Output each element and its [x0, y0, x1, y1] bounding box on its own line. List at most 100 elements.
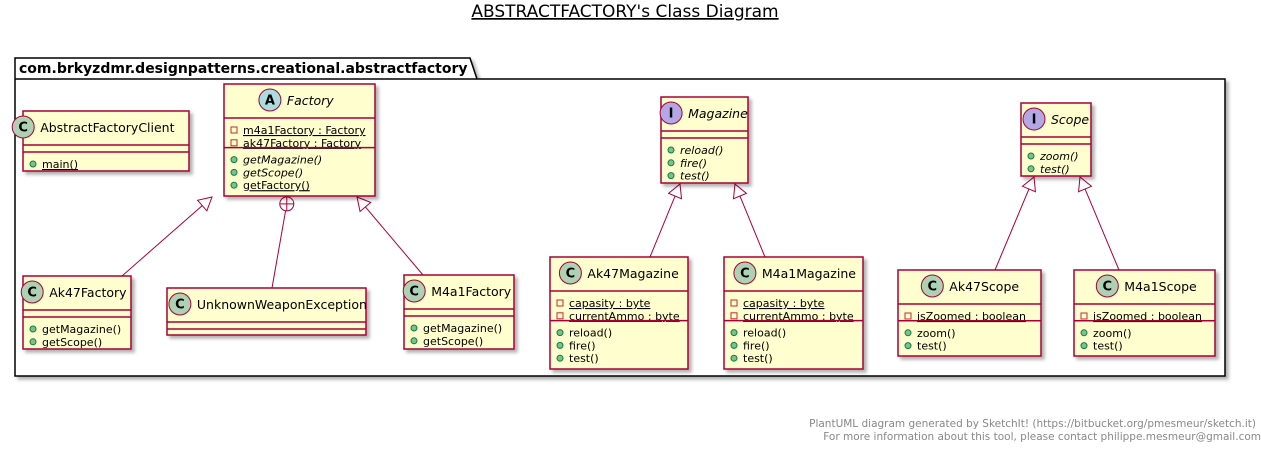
class-method: getScope(): [29, 336, 102, 349]
member-text: currentAmmo : byte: [743, 310, 854, 323]
class-kind-letter: C: [175, 298, 185, 313]
class-icon: C: [402, 279, 426, 303]
public-visibility-icon: [556, 341, 564, 349]
inheritance-arrowhead: [667, 183, 683, 200]
public-visibility-icon: [556, 354, 564, 362]
class-method: test(): [730, 352, 773, 365]
class-method: getMagazine(): [29, 323, 121, 336]
class-name: M4a1Factory: [431, 284, 512, 299]
class-method: main(): [29, 158, 78, 171]
class-ak47scope[interactable]: C Ak47Scope isZoomed : boolean zoom()test(): [897, 269, 1042, 357]
class-method: reload(): [556, 327, 612, 340]
member-text: getMagazine(): [243, 154, 322, 167]
class-kind-letter: I: [1032, 113, 1037, 128]
public-visibility-icon: [230, 156, 238, 164]
class-method: getMagazine(): [230, 154, 322, 167]
class-method: test(): [667, 170, 710, 183]
private-visibility-icon: [730, 312, 738, 320]
public-visibility-icon: [730, 354, 738, 362]
class-icon: C: [1095, 274, 1119, 298]
class-box: [166, 287, 367, 336]
class-kind-letter: C: [566, 267, 576, 282]
member-text: test(): [1040, 163, 1070, 176]
class-method: getScope(): [410, 335, 483, 348]
class-method: fire(): [556, 339, 596, 352]
public-visibility-icon: [730, 329, 738, 337]
class-ak47magazine[interactable]: C Ak47Magazine capasity : bytecurrentAmmo …: [549, 256, 689, 370]
public-visibility-icon: [1080, 342, 1088, 350]
abstract-class-icon: A: [258, 88, 282, 112]
class-name: Ak47Factory: [49, 285, 127, 300]
class-kind-letter: C: [740, 267, 750, 282]
public-visibility-icon: [29, 325, 37, 333]
class-method: reload(): [730, 327, 786, 340]
member-text: test(): [569, 352, 599, 365]
relation-ak47scope-to-scope: [994, 176, 1037, 271]
member-text: m4a1Factory : Factory: [243, 124, 366, 137]
member-text: getScope(): [42, 336, 102, 349]
class-name: Ak47Magazine: [587, 266, 679, 281]
member-text: isZoomed : boolean: [1093, 310, 1202, 323]
class-field: m4a1Factory : Factory: [230, 124, 366, 137]
public-visibility-icon: [230, 168, 238, 176]
class-method: getFactory(): [230, 179, 310, 192]
private-visibility-icon: [556, 312, 564, 320]
member-text: capasity : byte: [569, 297, 651, 310]
member-text: ak47Factory : Factory: [243, 137, 362, 150]
relation-m4a1magazine-to-magazine: [732, 183, 766, 258]
relation-ak47factory-to-factory: [121, 196, 213, 277]
private-visibility-icon: [230, 126, 238, 134]
member-text: zoom(): [1093, 327, 1132, 340]
member-text: isZoomed : boolean: [917, 310, 1026, 323]
member-text: currentAmmo : byte: [569, 310, 680, 323]
member-text: test(): [743, 352, 773, 365]
relations-layer: [121, 176, 1120, 289]
private-visibility-icon: [904, 312, 912, 320]
class-icon: C: [558, 261, 582, 285]
class-name: M4a1Magazine: [762, 266, 856, 281]
class-name: UnknownWeaponException: [197, 297, 367, 312]
class-kind-letter: C: [1103, 280, 1113, 295]
class-icon: C: [11, 115, 35, 139]
class-method: fire(): [667, 157, 707, 170]
class-kind-letter: C: [928, 280, 938, 295]
class-kind-letter: C: [409, 285, 419, 300]
class-kind-letter: C: [18, 121, 28, 136]
public-visibility-icon: [667, 172, 675, 180]
private-visibility-icon: [730, 299, 738, 307]
class-unknownweaponexception[interactable]: C UnknownWeaponException: [166, 287, 367, 336]
class-method: zoom(): [904, 327, 956, 340]
public-visibility-icon: [730, 341, 738, 349]
member-text: capasity : byte: [743, 297, 825, 310]
interface-icon: I: [1022, 107, 1046, 131]
public-visibility-icon: [556, 329, 564, 337]
member-text: getScope(): [423, 335, 483, 348]
class-method: reload(): [667, 144, 723, 157]
class-field: isZoomed : boolean: [904, 310, 1026, 323]
footer-line-1: PlantUML diagram generated by SketchIt! …: [809, 418, 1256, 430]
member-text: zoom(): [917, 327, 956, 340]
member-text: reload(): [569, 327, 612, 340]
class-m4a1magazine[interactable]: C M4a1Magazine capasity : bytecurrentAmmo …: [723, 256, 864, 370]
class-method: test(): [1080, 340, 1123, 353]
public-visibility-icon: [667, 146, 675, 154]
class-name: Ak47Scope: [949, 279, 1019, 294]
class-icon: C: [733, 261, 757, 285]
relation-unknownweaponexception-to-factory: [271, 196, 295, 289]
member-text: main(): [42, 158, 78, 171]
class-method: test(): [904, 340, 947, 353]
public-visibility-icon: [904, 342, 912, 350]
diagram-title: ABSTRACTFACTORY's Class Diagram: [471, 2, 778, 22]
inheritance-arrowhead: [1077, 176, 1093, 193]
class-method: zoom(): [1027, 150, 1079, 163]
interface-icon: I: [659, 101, 683, 125]
member-text: zoom(): [1039, 150, 1079, 163]
class-method: fire(): [730, 339, 770, 352]
